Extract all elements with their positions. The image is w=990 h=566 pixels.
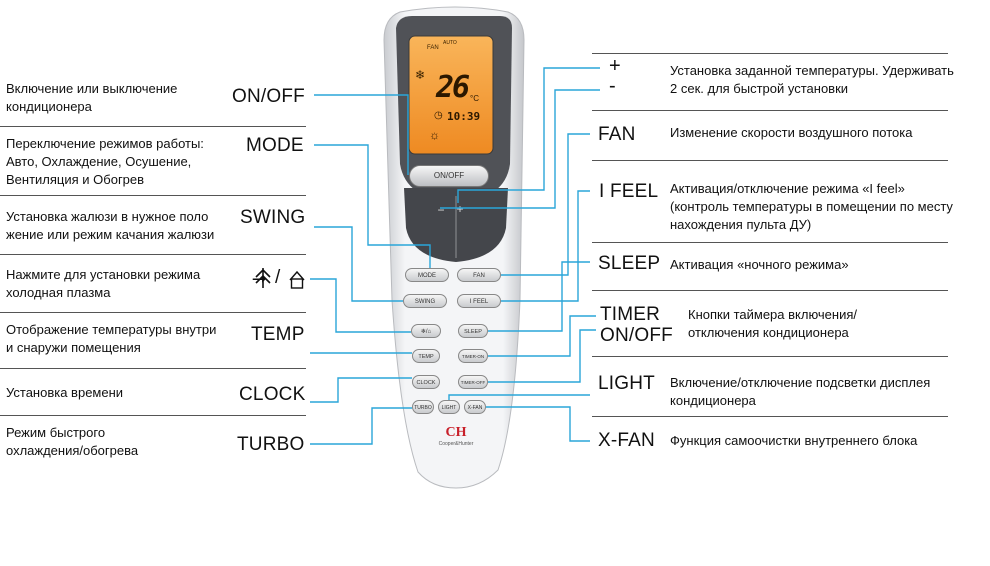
separator — [592, 160, 948, 161]
brand-logo: CH — [445, 425, 467, 440]
clock-description: Установка времени — [6, 385, 124, 400]
onoff-button-label: ON/OFF — [433, 171, 465, 180]
clock-icon: ◷ — [434, 110, 443, 121]
sleep-button[interactable]: SLEEP — [458, 324, 488, 338]
lcd-unit: °C — [470, 94, 479, 103]
swing-description: Установка жалюзи в нужное поло жение или… — [6, 209, 215, 242]
timer-description: Кнопки таймера включения/ отключения кон… — [688, 307, 858, 340]
separator — [592, 416, 948, 417]
plasma-button-icon: ❄/⌂ — [420, 329, 432, 335]
ifeel-button[interactable]: I FEEL — [457, 294, 501, 308]
swing-button[interactable]: SWING — [403, 294, 447, 308]
separator — [0, 254, 306, 255]
ifeel-key-label: I FEEL — [599, 181, 659, 202]
separator — [0, 195, 306, 196]
separator — [0, 415, 306, 416]
mode-button[interactable]: MODE — [405, 268, 449, 282]
separator — [0, 368, 306, 369]
temp-button[interactable]: TEMP — [412, 349, 440, 363]
timer-off-button[interactable]: TIMER-OFF — [458, 375, 488, 389]
mode-key-label: MODE — [246, 135, 304, 156]
sun-icon: ☼ — [429, 128, 440, 142]
separator — [0, 126, 306, 127]
plus-minus-key-label: + - — [609, 55, 621, 97]
minus-button[interactable]: − — [437, 203, 445, 217]
snowflake-icon: ❄ — [415, 68, 426, 82]
lcd-temperature: 26 — [436, 70, 470, 105]
temp-description: Отображение температуры внутри и снаружи… — [6, 322, 217, 355]
clock-key-label: CLOCK — [239, 384, 306, 405]
turbo-key-label: TURBO — [237, 434, 305, 455]
plus-minus-description: Установка заданной температуры. Удержива… — [670, 63, 954, 96]
fan-key-label: FAN — [598, 124, 636, 145]
temp-key-label: TEMP — [251, 324, 305, 345]
fan-description: Изменение скорости воздушного потока — [670, 125, 913, 140]
turbo-button[interactable]: TURBO — [412, 400, 434, 414]
separator — [592, 356, 948, 357]
plasma-slash: / — [275, 267, 281, 288]
lcd-auto-indicator: AUTO — [443, 40, 457, 46]
sleep-description: Активация «ночного режима» — [670, 257, 849, 272]
ifeel-description: Активация/отключение режима «I feel» (ко… — [670, 181, 953, 232]
separator — [592, 53, 948, 54]
separator — [0, 312, 306, 313]
timer-key-label: TIMER ON/OFF — [600, 304, 673, 346]
light-description: Включение/отключение подсветки дисплея к… — [670, 375, 931, 408]
onoff-button[interactable]: ON/OFF — [409, 165, 489, 187]
separator — [592, 242, 948, 243]
xfan-key-label: X-FAN — [598, 430, 655, 451]
light-button[interactable]: LIGHT — [438, 400, 460, 414]
xfan-description: Функция самоочистки внутреннего блока — [670, 433, 918, 448]
xfan-button[interactable]: X-FAN — [464, 400, 486, 414]
turbo-description: Режим быстрого охлаждения/обогрева — [6, 425, 139, 458]
separator — [592, 290, 948, 291]
light-key-label: LIGHT — [598, 373, 655, 394]
lcd-time: 10:39 — [447, 110, 481, 123]
lcd-fan-indicator: FAN — [427, 45, 439, 51]
onoff-description: Включение или выключение кондиционера — [6, 81, 178, 114]
fan-button[interactable]: FAN — [457, 268, 501, 282]
timer-on-button[interactable]: TIMER-ON — [458, 349, 488, 363]
swing-key-label: SWING — [240, 207, 306, 228]
plasma-button[interactable]: ❄/⌂ — [411, 324, 441, 338]
onoff-key-label: ON/OFF — [232, 86, 305, 107]
plus-button[interactable]: + — [456, 202, 464, 216]
clock-button[interactable]: CLOCK — [412, 375, 440, 389]
separator — [592, 110, 948, 111]
brand-name: Cooper&Hunter — [438, 441, 474, 447]
sleep-key-label: SLEEP — [598, 253, 661, 274]
mode-description: Переключение режимов работы: Авто, Охлаж… — [6, 136, 204, 187]
plasma-description: Нажмите для установки режима холодная пл… — [6, 267, 201, 300]
